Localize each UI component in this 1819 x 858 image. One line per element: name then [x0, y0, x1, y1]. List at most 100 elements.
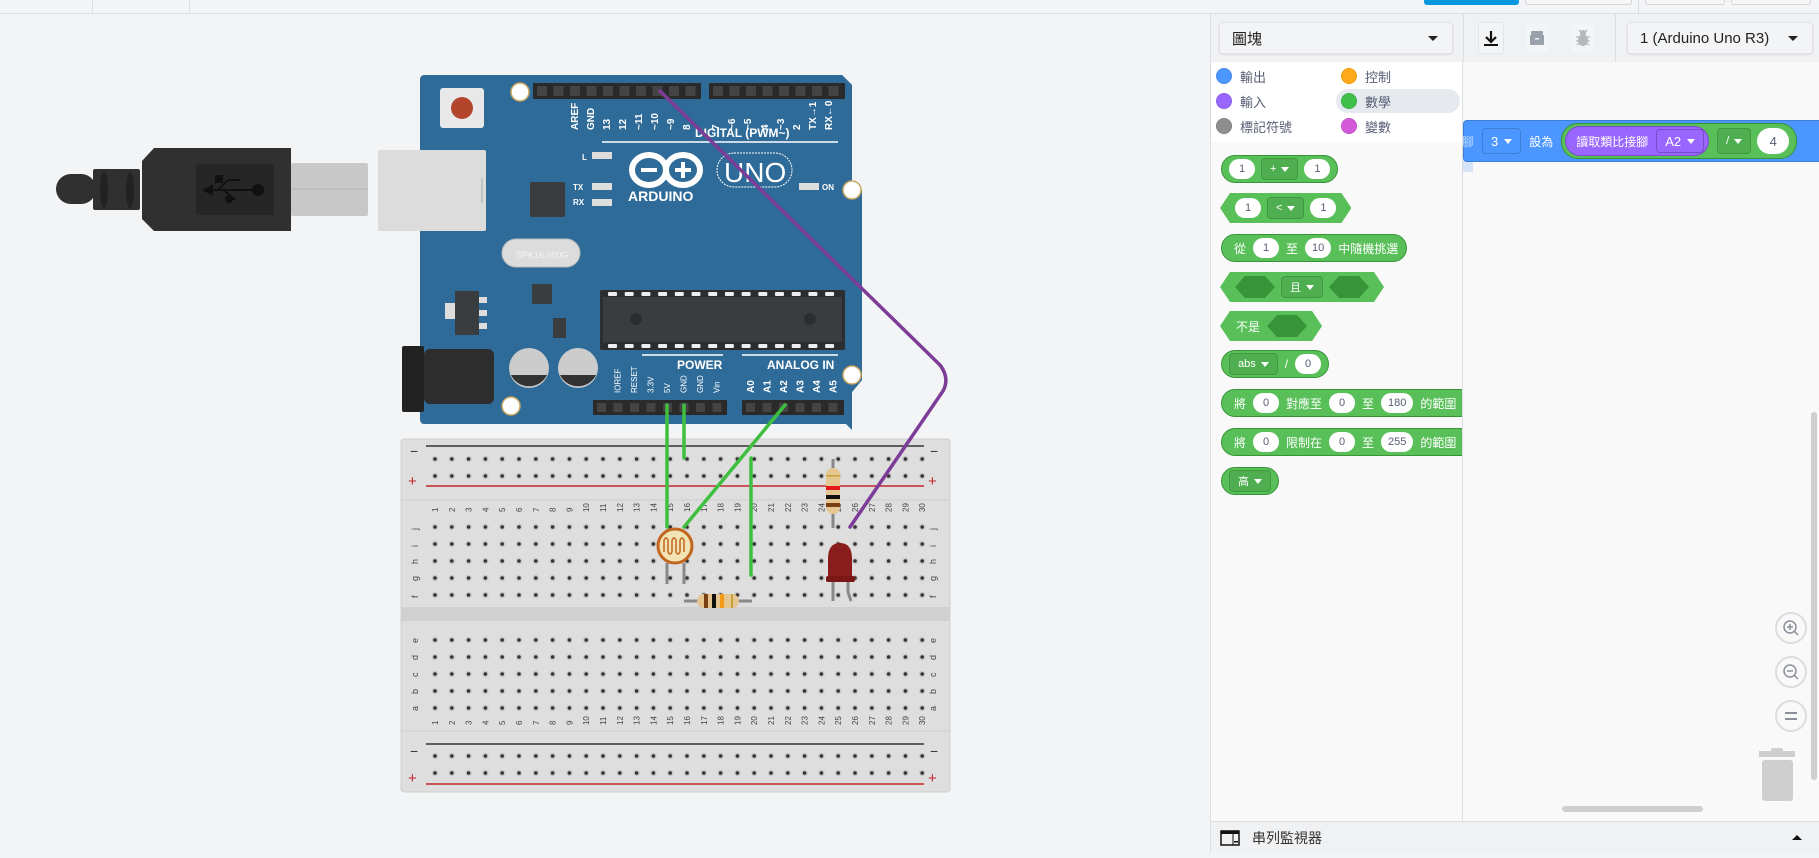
debugger-button[interactable]	[1570, 22, 1596, 54]
digital-pin-label: 4	[760, 124, 771, 130]
category-dot	[1216, 68, 1232, 84]
pin-dropdown[interactable]: 3	[1482, 128, 1522, 154]
chip-leg	[825, 292, 835, 296]
resistor-vertical[interactable]	[826, 459, 840, 528]
high-low-dropdown[interactable]: 高	[1229, 470, 1271, 492]
block-set-pin-pwm[interactable]: 將接腳 3 設為 讀取類比接腳 A2 / 4	[1463, 120, 1819, 162]
column-label: 7	[532, 720, 541, 725]
block-map[interactable]: 將 0 對應至 0 至 180 的範圍	[1221, 389, 1462, 417]
input-value[interactable]: 0	[1295, 354, 1322, 374]
row-label: h	[410, 559, 420, 564]
block-not[interactable]: 不是	[1220, 311, 1322, 341]
chip-leg	[775, 292, 784, 296]
category-math[interactable]: 數學	[1336, 89, 1460, 113]
operator-dropdown[interactable]: +	[1261, 158, 1299, 180]
input-b[interactable]: 1	[1310, 198, 1336, 218]
device-value: 1 (Arduino Uno R3)	[1640, 29, 1770, 47]
block-comparison[interactable]: 1 < 1	[1220, 193, 1351, 223]
usb-chip	[530, 182, 565, 217]
function-dropdown[interactable]: abs	[1229, 353, 1278, 375]
input-low[interactable]: 0	[1329, 393, 1356, 413]
red-led[interactable]	[826, 543, 855, 602]
device-dropdown[interactable]: 1 (Arduino Uno R3)	[1627, 22, 1813, 54]
category-output[interactable]: 輸出	[1211, 64, 1331, 88]
start-simulation-button[interactable]	[1424, 0, 1519, 5]
chevron-up-icon[interactable]	[1792, 835, 1802, 840]
column-label: 24	[817, 503, 826, 512]
column-label: 24	[817, 716, 826, 725]
toolbar-button[interactable]	[1645, 0, 1725, 5]
column-label: 16	[683, 503, 692, 512]
input-a[interactable]: 1	[1235, 198, 1261, 218]
wire-pin-9-led[interactable]	[658, 89, 948, 529]
pin-socket	[696, 403, 705, 412]
category-dot	[1341, 68, 1357, 84]
input-value[interactable]: 0	[1253, 432, 1280, 452]
reset-button[interactable]	[451, 97, 473, 119]
block-arithmetic[interactable]: 1 + 1	[1221, 155, 1339, 183]
input-from[interactable]: 1	[1253, 238, 1280, 258]
column-label: 17	[700, 503, 709, 512]
library-button[interactable]	[1524, 22, 1550, 54]
toolbar-button[interactable]	[1525, 0, 1632, 5]
analog-pin-dropdown[interactable]: A2	[1656, 129, 1705, 153]
block-palette: 輸出 控制 輸入 數學 標記符號 變數 1 + 1 1 < 1 從 1 至 10…	[1211, 62, 1463, 821]
resistor-horizontal[interactable]	[684, 594, 752, 608]
code-mode-dropdown[interactable]: 圖塊	[1219, 22, 1453, 54]
zoom-out-button[interactable]	[1775, 656, 1807, 688]
operator-dropdown[interactable]: /	[1717, 128, 1752, 154]
photoresistor[interactable]	[656, 527, 694, 584]
chip-leg	[691, 292, 701, 296]
row-label: f	[410, 595, 420, 598]
input-high[interactable]: 255	[1381, 432, 1414, 452]
input-to[interactable]: 10	[1305, 238, 1332, 258]
block-analog-read[interactable]: 讀取類比接腳 A2	[1565, 126, 1710, 156]
divisor-input[interactable]: 4	[1757, 128, 1790, 154]
led-label-tx: TX	[573, 183, 584, 192]
category-control[interactable]: 控制	[1336, 64, 1456, 88]
operator-dropdown[interactable]: <	[1267, 197, 1304, 219]
reset-zoom-button[interactable]	[1775, 700, 1807, 732]
boolean-slot[interactable]	[1267, 315, 1307, 337]
category-input[interactable]: 輸入	[1211, 89, 1331, 113]
top-tab-1[interactable]	[0, 0, 93, 13]
pin-socket	[762, 403, 772, 412]
category-notation[interactable]: 標記符號	[1211, 114, 1331, 138]
boolean-slot[interactable]	[1235, 276, 1275, 298]
wire-a2[interactable]	[682, 403, 787, 529]
usb-ring	[100, 172, 108, 208]
column-label: 21	[767, 716, 776, 725]
input-high[interactable]: 180	[1381, 393, 1414, 413]
block-math-function[interactable]: abs / 0	[1221, 350, 1330, 378]
block-constrain[interactable]: 將 0 限制在 0 至 255 的範圍	[1221, 428, 1462, 456]
pin-socket	[619, 86, 630, 96]
power-pin-label: IOREF	[614, 368, 623, 393]
pin-socket	[603, 86, 613, 96]
horizontal-scrollbar[interactable]	[1562, 806, 1703, 812]
block-workspace[interactable]: 將接腳 3 設為 讀取類比接腳 A2 / 4	[1463, 62, 1819, 821]
vertical-scrollbar[interactable]	[1811, 412, 1817, 780]
row-label: b	[410, 689, 420, 694]
pin-socket	[685, 86, 696, 96]
breadboard[interactable]: − + − + − + − + 112233445566778899101011…	[400, 438, 951, 793]
block-random[interactable]: 從 1 至 10 中隨機挑選	[1221, 234, 1408, 262]
input-a[interactable]: 1	[1229, 159, 1255, 179]
input-low[interactable]: 0	[1329, 432, 1356, 452]
toolbar-button[interactable]	[1731, 0, 1811, 5]
category-variables[interactable]: 變數	[1336, 114, 1456, 138]
zoom-in-button[interactable]	[1775, 612, 1807, 644]
top-tab-2[interactable]	[93, 0, 190, 13]
download-code-button[interactable]	[1478, 22, 1504, 54]
serial-monitor-bar[interactable]: 串列監視器	[1211, 821, 1819, 853]
boolean-slot[interactable]	[1329, 276, 1369, 298]
pin-socket	[828, 86, 839, 96]
input-value[interactable]: 0	[1253, 393, 1280, 413]
input-b[interactable]: 1	[1304, 159, 1331, 179]
logic-dropdown[interactable]: 且	[1281, 276, 1323, 298]
block-high-low[interactable]: 高	[1221, 467, 1279, 495]
block-divide[interactable]: 讀取類比接腳 A2 / 4	[1561, 123, 1798, 159]
trash-can[interactable]	[1759, 748, 1795, 803]
block-logic[interactable]: 且	[1220, 272, 1384, 302]
